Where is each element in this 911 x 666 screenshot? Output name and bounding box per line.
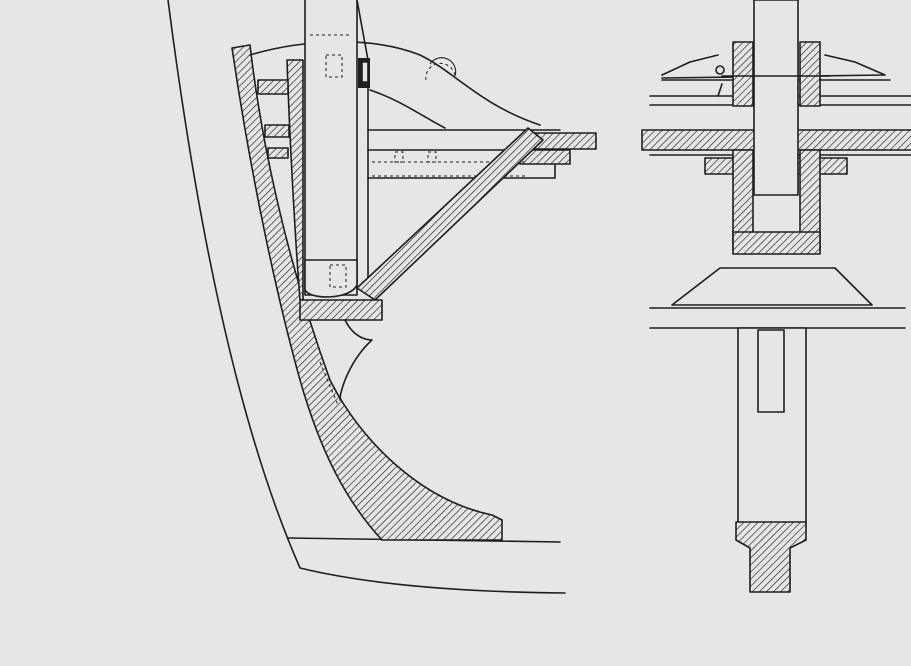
outer-hull-line xyxy=(167,0,566,594)
small-block-3 xyxy=(267,147,289,159)
pin-head xyxy=(361,61,369,83)
post-bottom-curve xyxy=(304,259,358,298)
base-flange xyxy=(671,267,873,306)
circle-detail-solid xyxy=(429,57,457,77)
shelf-hatched xyxy=(299,299,383,321)
curved-frame-hatched xyxy=(231,44,503,541)
front-section-view xyxy=(641,0,911,593)
lower-bracket-curve xyxy=(339,319,373,401)
circle-detail xyxy=(425,62,456,81)
lower-shaft-slot xyxy=(757,329,785,413)
lower-bracket-dash xyxy=(319,361,339,406)
vertical-post xyxy=(304,0,358,296)
right-jaw-hatched xyxy=(799,41,821,107)
tiller-slot-1 xyxy=(394,151,404,163)
small-block-1 xyxy=(257,79,289,95)
tiller-slot-2 xyxy=(427,151,437,163)
post-slot-bottom xyxy=(329,264,347,288)
small-block-2 xyxy=(264,124,290,138)
post-slot-top xyxy=(325,54,343,78)
diagonal-brace-hatched xyxy=(356,127,544,301)
bolt-nut xyxy=(717,83,723,97)
bolt-head xyxy=(715,65,725,75)
side-section-view xyxy=(167,0,597,594)
center-column xyxy=(753,0,799,196)
left-jaw-hatched xyxy=(732,41,754,107)
arch-lower-line xyxy=(369,89,446,129)
shaft-foot-hatched xyxy=(735,521,807,593)
cross-block-hatched xyxy=(732,231,821,255)
arch-top-line xyxy=(249,41,541,126)
